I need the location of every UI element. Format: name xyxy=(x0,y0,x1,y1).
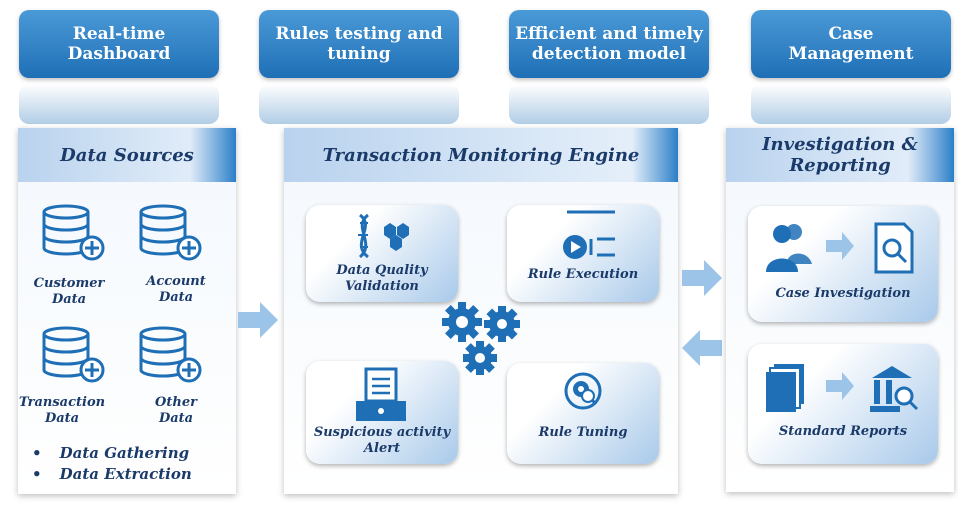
bullet-data-gathering: Data Gathering xyxy=(32,444,192,465)
gears-icon xyxy=(442,302,520,375)
pill-reflection xyxy=(509,84,709,124)
database-add-icon xyxy=(139,326,202,383)
engine-title: Transaction Monitoring Engine xyxy=(322,144,640,166)
customer-data-label: Customer Data xyxy=(33,276,105,307)
database-add-icon xyxy=(42,204,105,261)
card-rule-execution[interactable]: Rule Execution xyxy=(507,205,659,302)
transaction-data-label: Transaction Data xyxy=(18,395,106,426)
data-sources-bullets: Data Gathering Data Extraction xyxy=(32,444,192,486)
investigation-header: Investigation & Reporting xyxy=(726,128,954,182)
card-rule-execution-label: Rule Execution xyxy=(527,267,639,282)
data-sources-panel: Data Sources xyxy=(18,128,236,494)
engine-header: Transaction Monitoring Engine xyxy=(284,128,678,182)
data-sources-title: Data Sources xyxy=(60,144,194,166)
users-to-document-icon xyxy=(766,222,914,274)
card-case-investigation-label: Case Investigation xyxy=(775,286,911,301)
dna-hexagon-icon xyxy=(358,213,409,259)
gear-search-icon xyxy=(564,372,602,410)
header-accent xyxy=(632,128,678,182)
pill-reflection xyxy=(259,84,459,124)
card-data-quality-label: Data Quality Validation xyxy=(336,263,428,294)
reports-to-bank-icon xyxy=(766,364,919,412)
right-arrow-icon xyxy=(682,260,722,296)
card-suspicious-alert-label: Suspicious activity Alert xyxy=(313,425,451,456)
left-arrow-icon xyxy=(682,330,722,366)
card-standard-reports-label: Standard Reports xyxy=(778,424,908,439)
pill-rules-testing[interactable]: Rules testing and tuning xyxy=(259,10,459,78)
card-rule-tuning-label: Rule Tuning xyxy=(538,425,628,440)
right-arrow-icon xyxy=(238,302,278,338)
investigation-title: Investigation & Reporting xyxy=(762,134,918,176)
pill-realtime-dashboard[interactable]: Real-time Dashboard xyxy=(19,10,219,78)
header-accent xyxy=(908,128,954,182)
data-sources-header: Data Sources xyxy=(18,128,236,182)
account-data-label: Account Data xyxy=(146,274,206,305)
card-standard-reports[interactable]: Standard Reports xyxy=(748,344,938,464)
printer-alert-icon xyxy=(356,367,406,421)
database-add-icon xyxy=(139,204,202,261)
pill-case-management[interactable]: Case Management xyxy=(751,10,951,78)
pill-reflection xyxy=(751,84,951,124)
header-accent xyxy=(190,128,236,182)
other-data-label: Other Data xyxy=(155,395,197,426)
card-suspicious-alert[interactable]: Suspicious activity Alert xyxy=(306,361,458,464)
pill-detection-model[interactable]: Efficient and timely detection model xyxy=(509,10,709,78)
database-add-icon xyxy=(42,326,105,383)
pill-reflection xyxy=(19,84,219,124)
card-data-quality[interactable]: Data Quality Validation xyxy=(306,205,458,302)
bullet-data-extraction: Data Extraction xyxy=(32,465,192,486)
card-rule-tuning[interactable]: Rule Tuning xyxy=(507,363,659,464)
play-list-icon xyxy=(563,210,615,259)
card-case-investigation[interactable]: Case Investigation xyxy=(748,206,938,322)
